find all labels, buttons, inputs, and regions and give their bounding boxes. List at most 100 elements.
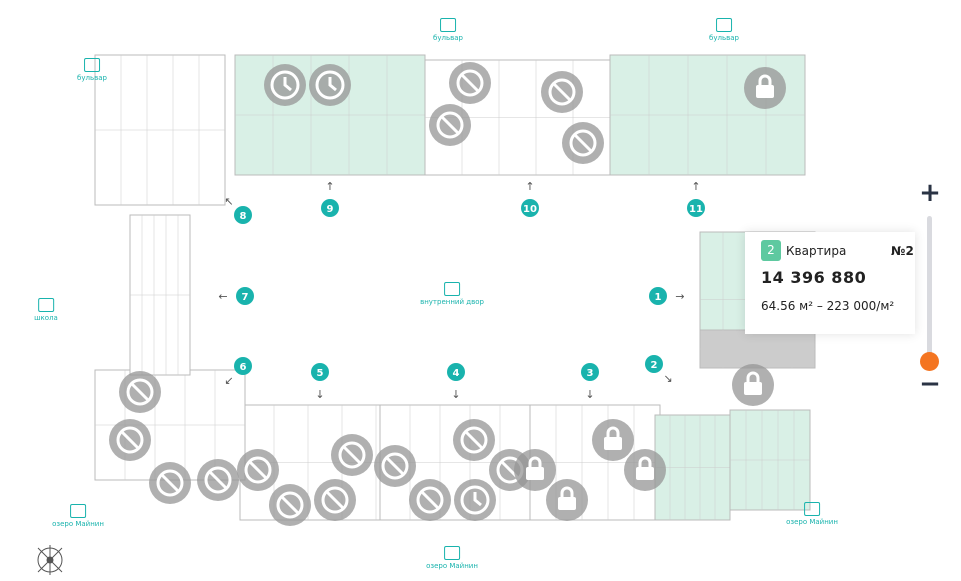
section-marker-9[interactable]: 9↑ (321, 180, 339, 217)
status-marker-ban[interactable] (314, 479, 356, 521)
section-marker-11[interactable]: 11↑ (687, 180, 705, 217)
status-marker-clock[interactable] (454, 479, 496, 521)
status-marker-lock[interactable] (514, 449, 556, 491)
status-marker-ban[interactable] (374, 445, 416, 487)
lock-icon (744, 371, 762, 395)
section-number: 7 (242, 292, 249, 303)
ban-icon (244, 456, 272, 484)
ban-icon (338, 441, 366, 469)
section-marker-1[interactable]: 1→ (649, 287, 685, 305)
apartment-price: 14 396 880 (761, 268, 867, 287)
status-marker-ban[interactable] (197, 459, 239, 501)
building-block-8[interactable] (94, 54, 226, 206)
apartment-type: Квартира (786, 243, 847, 258)
lake-label: озеро Майнин (52, 504, 104, 528)
section-number: 8 (240, 211, 247, 222)
boulevard-label: бульвар (709, 18, 739, 42)
section-number: 6 (240, 362, 247, 373)
ban-icon (456, 69, 484, 97)
status-marker-clock[interactable] (264, 64, 306, 106)
status-marker-ban[interactable] (119, 371, 161, 413)
direction-arrow-icon: ↓ (315, 388, 324, 401)
section-marker-5[interactable]: 5↓ (311, 363, 329, 401)
building-block-2[interactable] (654, 414, 731, 521)
section-marker-8[interactable]: 8↖ (224, 195, 252, 224)
section-marker-4[interactable]: 4↓ (447, 363, 465, 401)
section-number: 2 (651, 360, 658, 371)
playground-icon (444, 282, 460, 296)
apartment-number: №2 (891, 244, 914, 258)
status-marker-lock[interactable] (592, 419, 634, 461)
building-icon (38, 298, 54, 312)
lock-icon (558, 486, 576, 510)
status-marker-lock[interactable] (744, 67, 786, 109)
direction-arrow-icon: ↖ (224, 195, 233, 208)
section-number: 4 (453, 368, 460, 379)
ban-icon (321, 486, 349, 514)
direction-arrow-icon: ↘ (663, 372, 672, 385)
building-block-7[interactable] (129, 214, 191, 376)
section-number: 11 (689, 204, 703, 215)
lake-label: озеро Майнин (786, 502, 838, 526)
status-marker-ban[interactable] (331, 434, 373, 476)
building-block-1-lower[interactable] (699, 329, 816, 369)
ban-icon (156, 469, 184, 497)
courtyard-label: внутренний двор (420, 282, 484, 306)
lock-icon (636, 456, 654, 480)
zoom-in-button[interactable]: + (919, 178, 941, 208)
ban-icon (126, 378, 154, 406)
zoom-out-button[interactable]: − (919, 369, 941, 399)
section-number: 9 (327, 204, 334, 215)
ban-icon (416, 486, 444, 514)
ban-icon (436, 111, 464, 139)
section-number: 10 (523, 204, 537, 215)
zoom-slider[interactable] (927, 216, 932, 362)
clock-icon (315, 70, 345, 100)
lake-icon (444, 546, 460, 560)
status-marker-ban[interactable] (237, 449, 279, 491)
ban-icon (204, 466, 232, 494)
status-marker-ban[interactable] (429, 104, 471, 146)
status-marker-ban[interactable] (149, 462, 191, 504)
ban-icon (276, 491, 304, 519)
section-marker-3[interactable]: 3↓ (581, 363, 599, 401)
clock-icon (270, 70, 300, 100)
status-marker-ban[interactable] (541, 71, 583, 113)
ban-icon (569, 129, 597, 157)
status-marker-ban[interactable] (453, 419, 495, 461)
park-icon (715, 18, 732, 32)
boulevard-label: бульвар (77, 58, 107, 82)
section-number: 1 (655, 292, 662, 303)
direction-arrow-icon: ↑ (525, 180, 534, 193)
compass-rose-icon (37, 545, 63, 575)
status-marker-ban[interactable] (269, 484, 311, 526)
lake-icon (804, 502, 820, 516)
direction-arrow-icon: → (675, 290, 684, 303)
lake-label: озеро Майнин (426, 546, 478, 570)
section-marker-6[interactable]: 6↙ (224, 357, 252, 387)
ban-icon (381, 452, 409, 480)
status-marker-lock[interactable] (732, 364, 774, 406)
section-number: 3 (587, 368, 594, 379)
boulevard-label: бульвар (433, 18, 463, 42)
direction-arrow-icon: ↓ (451, 388, 460, 401)
direction-arrow-icon: ↓ (585, 388, 594, 401)
section-number: 5 (317, 368, 324, 379)
status-marker-lock[interactable] (546, 479, 588, 521)
lock-icon (756, 74, 774, 98)
status-marker-ban[interactable] (449, 62, 491, 104)
section-marker-10[interactable]: 10 ↑ (521, 180, 539, 217)
lock-icon (604, 426, 622, 450)
status-marker-ban[interactable] (409, 479, 451, 521)
status-marker-lock[interactable] (624, 449, 666, 491)
section-marker-7[interactable]: 7← (218, 287, 254, 305)
zoom-slider-handle[interactable] (920, 352, 939, 371)
building-block-2b[interactable] (729, 409, 811, 511)
status-marker-clock[interactable] (309, 64, 351, 106)
status-marker-ban[interactable] (109, 419, 151, 461)
section-marker-2[interactable]: 2↘ (645, 355, 673, 385)
lock-icon (526, 456, 544, 480)
lake-icon (70, 504, 86, 518)
status-marker-ban[interactable] (562, 122, 604, 164)
